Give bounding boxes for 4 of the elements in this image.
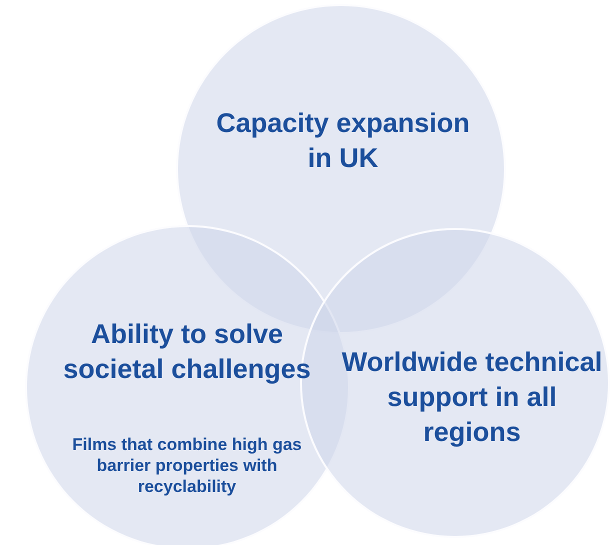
circle-heading: Capacity expansion in UK <box>215 107 471 175</box>
circle-heading: Worldwide technical support in all regions <box>340 346 604 449</box>
circle-heading: Ability to solve societal challenges <box>62 318 312 386</box>
circle-description: Films that combine high gas barrier properties with recyclability <box>71 434 303 497</box>
